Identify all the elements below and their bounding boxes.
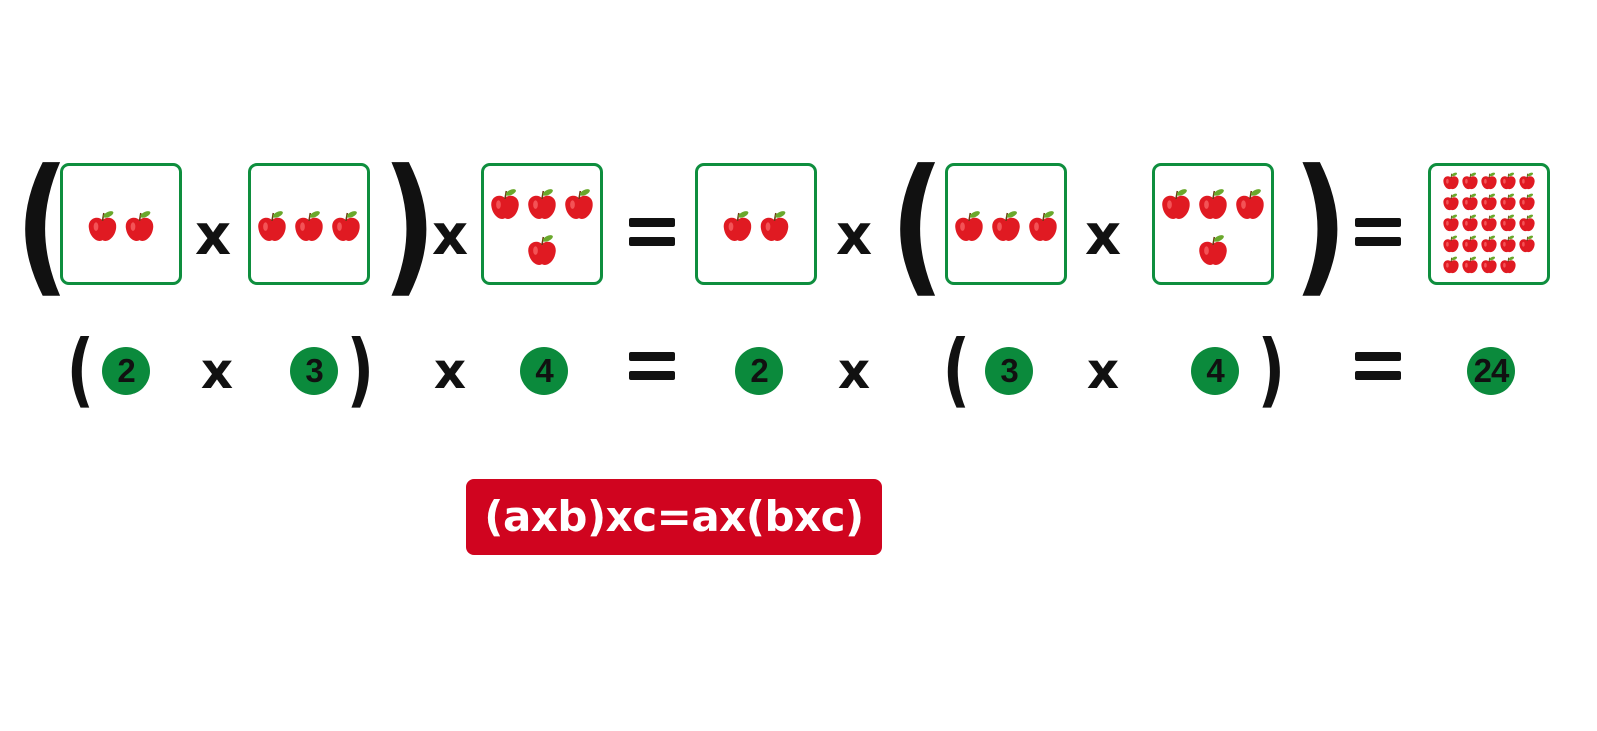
equals-sign [1355, 218, 1401, 246]
apple-icon [88, 211, 117, 241]
apple-icon [1443, 172, 1459, 190]
equals-sign [629, 352, 675, 380]
times-sign: x [837, 342, 871, 400]
apple-icon [1029, 211, 1057, 241]
apple-icon [1519, 193, 1535, 211]
apples-icon [723, 211, 789, 241]
apple-icon [723, 211, 752, 241]
apple-box-c-right [1152, 163, 1274, 285]
apples-icon [1443, 172, 1535, 274]
number-circle-b: 3 [290, 347, 338, 395]
apple-icon [295, 211, 323, 241]
left-paren-group-2: ( [889, 138, 945, 312]
apples-icon [491, 189, 593, 265]
apple-icon [125, 211, 154, 241]
apple-box-b-left [248, 163, 370, 285]
right-paren-group-1: ) [381, 138, 437, 312]
apple-icon [528, 235, 556, 265]
apple-icon [1481, 256, 1497, 274]
apple-icon [1236, 189, 1264, 219]
equals-sign [629, 218, 675, 246]
apple-box-a-right [695, 163, 817, 285]
apple-icon [992, 211, 1020, 241]
apple-icon [1462, 172, 1478, 190]
apple-box-b-right [945, 163, 1067, 285]
times-sign: x [431, 203, 469, 268]
number-circle-b: 3 [985, 347, 1033, 395]
apple-icon [1519, 172, 1535, 190]
times-sign: x [1086, 342, 1120, 400]
apple-icon [1462, 235, 1478, 253]
number-circle-c: 4 [1191, 347, 1239, 395]
right-paren-number-group-2: ) [1257, 323, 1285, 416]
associative-formula: (axb)xc=ax(bxc) [466, 479, 882, 555]
apple-icon [1519, 214, 1535, 232]
apple-icon [1500, 214, 1516, 232]
apple-icon [1500, 256, 1516, 274]
apple-icon [528, 189, 556, 219]
apple-icon [1162, 189, 1190, 219]
apple-icon [1500, 235, 1516, 253]
equals-sign [1355, 352, 1401, 380]
times-sign: x [835, 203, 873, 268]
apple-icon [1443, 193, 1459, 211]
apple-icon [760, 211, 789, 241]
number-circle-result: 24 [1467, 347, 1515, 395]
apple-icon [491, 189, 519, 219]
apple-icon [1462, 193, 1478, 211]
apple-icon [1443, 235, 1459, 253]
apple-icon [1199, 235, 1227, 265]
apple-icon [1500, 172, 1516, 190]
apple-icon [1199, 189, 1227, 219]
apple-icon [955, 211, 983, 241]
apple-icon [1462, 214, 1478, 232]
right-paren-group-2: ) [1292, 138, 1348, 312]
times-sign: x [433, 342, 467, 400]
apple-icon [1443, 256, 1459, 274]
apple-icon [1443, 214, 1459, 232]
left-paren-number-group-1: ( [66, 323, 94, 416]
apple-icon [332, 211, 360, 241]
apples-icon [955, 211, 1057, 241]
apple-icon [565, 189, 593, 219]
times-sign: x [1084, 203, 1122, 268]
apples-icon [258, 211, 360, 241]
apple-icon [1519, 235, 1535, 253]
times-sign: x [200, 342, 234, 400]
apple-icon [1481, 172, 1497, 190]
number-circle-a: 2 [102, 347, 150, 395]
apple-icon [1481, 193, 1497, 211]
apple-icon [1500, 193, 1516, 211]
apple-icon [1481, 214, 1497, 232]
times-sign: x [194, 203, 232, 268]
right-paren-number-group-1: ) [346, 323, 374, 416]
number-circle-a: 2 [735, 347, 783, 395]
apple-box-c-left [481, 163, 603, 285]
apple-box-result [1428, 163, 1550, 285]
apples-icon [1162, 189, 1264, 265]
apples-icon [88, 211, 154, 241]
apple-icon [1462, 256, 1478, 274]
apple-icon [258, 211, 286, 241]
left-paren-number-group-2: ( [942, 323, 970, 416]
apple-box-a-left [60, 163, 182, 285]
apple-icon [1481, 235, 1497, 253]
number-circle-c: 4 [520, 347, 568, 395]
